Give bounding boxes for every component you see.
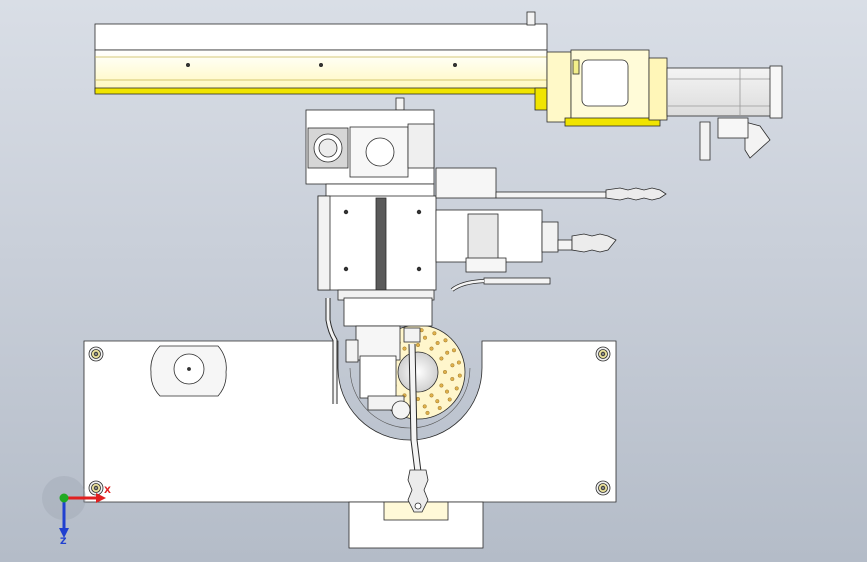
disc-hole bbox=[454, 386, 459, 391]
servo-motor bbox=[666, 65, 783, 161]
linear-rail bbox=[94, 11, 548, 111]
motor-coupling-housing bbox=[546, 49, 668, 127]
axis-x-arrow bbox=[64, 493, 106, 503]
disc-hole bbox=[416, 397, 421, 402]
screw-icon bbox=[595, 480, 611, 496]
gripper-head bbox=[343, 297, 433, 420]
disc-hole bbox=[429, 393, 434, 398]
disc-hole bbox=[445, 389, 450, 394]
disc-hole bbox=[437, 406, 442, 411]
locating-boss bbox=[150, 345, 227, 397]
disc-hole bbox=[435, 399, 440, 404]
vertical-cable bbox=[407, 343, 429, 513]
axis-y-arrow bbox=[59, 493, 69, 503]
disc-hole bbox=[443, 370, 448, 375]
disc-hole bbox=[416, 343, 421, 348]
disc-hole bbox=[435, 341, 440, 346]
axis-triad: X Z bbox=[42, 476, 111, 547]
air-line bbox=[450, 277, 551, 292]
screw-icon bbox=[88, 480, 104, 496]
disc-hole bbox=[429, 346, 434, 351]
cable-connector-upper bbox=[495, 187, 667, 201]
screw-icon bbox=[88, 346, 104, 362]
disc-hole bbox=[447, 397, 452, 402]
axis-z-label: Z bbox=[60, 537, 67, 547]
carriage-main-body bbox=[317, 183, 437, 301]
disc-hole bbox=[422, 404, 427, 409]
disc-hole bbox=[457, 373, 462, 378]
disc-hole bbox=[452, 348, 457, 353]
disc-hole bbox=[456, 360, 461, 365]
disc-hole bbox=[439, 383, 444, 388]
disc-hole bbox=[450, 363, 455, 368]
carriage-upper-block bbox=[305, 97, 435, 185]
disc-hole bbox=[432, 331, 437, 336]
side-valve-block bbox=[435, 167, 559, 273]
disc-hole bbox=[425, 410, 430, 415]
corner-screws bbox=[88, 346, 611, 496]
axis-z-arrow bbox=[59, 498, 69, 538]
disc-hole bbox=[445, 350, 450, 355]
lower-fixture-block bbox=[348, 501, 484, 549]
left-hose bbox=[325, 298, 338, 404]
disc-hole bbox=[443, 338, 448, 343]
disc-hole bbox=[439, 356, 444, 361]
axis-x-label: X bbox=[104, 486, 111, 496]
disc-hole bbox=[402, 346, 407, 351]
disc-hole bbox=[450, 377, 455, 382]
cable-connector-middle bbox=[557, 233, 617, 253]
disc-hole bbox=[423, 335, 428, 340]
screw-icon bbox=[595, 346, 611, 362]
